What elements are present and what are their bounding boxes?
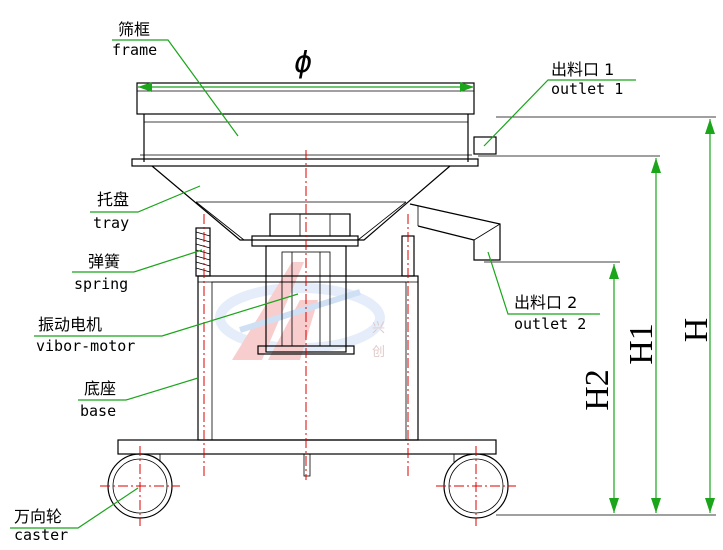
label-frame: 筛框 frame [112,20,239,137]
watermark-text-2: 创 [372,345,385,360]
label-tray: 托盘 tray [90,185,201,232]
outlet2-label-en: outlet 2 [514,315,586,333]
center-lines [100,150,516,526]
caster-label-en: caster [14,526,68,544]
watermark-text-1: 兴 [372,321,385,336]
label-base: 底座 base [78,377,199,420]
frame-label-en: frame [112,41,157,59]
dimension-h2: H2 [579,369,616,411]
base-label-cn: 底座 [84,379,116,398]
label-outlet1: 出料口 1 outlet 1 [483,60,636,147]
motor-label-en: vibor-motor [36,337,135,355]
tray-label-en: tray [93,214,129,232]
dimension-h1: H1 [623,323,660,365]
outlet2-label-cn: 出料口 2 [514,293,577,312]
base-label-en: base [80,402,116,420]
frame-label-cn: 筛框 [118,20,150,39]
tray-label-cn: 托盘 [97,190,129,209]
spring-label-en: spring [74,275,128,293]
dimension-h: H [678,318,715,343]
outlet1-label-cn: 出料口 1 [551,60,614,79]
tray-drawing [151,165,451,247]
caster-label-cn: 万向轮 [14,507,62,526]
motor-label-cn: 振动电机 [38,315,102,334]
label-spring: 弹簧 spring [72,249,203,293]
height-dimensions: H H1 H2 [478,116,716,516]
frame-drawing [131,82,497,167]
base-drawing [117,275,497,477]
outlet1-label-en: outlet 1 [551,80,623,98]
diameter-dimension: ϕ [138,45,474,92]
outlet2-drawing [409,203,501,261]
label-outlet2: 出料口 2 outlet 2 [487,251,600,333]
diameter-symbol: ϕ [294,45,312,80]
spring-label-cn: 弹簧 [88,252,120,271]
label-caster: 万向轮 caster [10,487,139,544]
label-motor: 振动电机 vibor-motor [34,293,299,355]
watermark-logo: 兴 创 [215,262,385,360]
